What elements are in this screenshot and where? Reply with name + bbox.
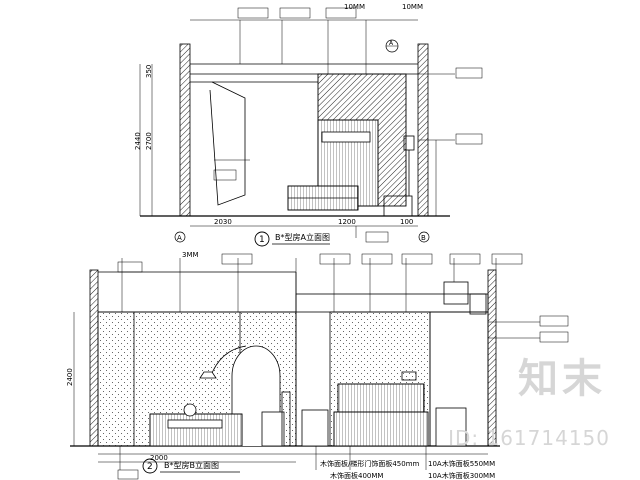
v2-view-number: 2 [147,462,153,472]
v2-title-block: 2 B*型房B立面图 [142,458,240,474]
v1-dim-bottom-3: 100 [400,218,413,226]
v1-dim-bottom-2: 1200 [338,218,356,226]
wall-left [179,43,191,217]
v1-dim-bottom-1: 2030 [214,218,232,226]
v1-dim-top-2: 10MM [402,3,423,11]
v1-axis-right: B [421,234,426,242]
v2-dim-top-1: 3MM [182,251,199,259]
v2-dim-bottom: 2000 [150,454,168,462]
watermark-logo: 知末 [518,356,606,402]
v1-axis-markers: A B A [174,39,430,243]
v1-dim-left-3: 2700 [145,132,153,150]
v1-axis-left: A [177,234,182,242]
elevation-2 [70,253,569,480]
wall-right [417,43,429,217]
v2-note-4: 木饰面板400MM [330,471,383,480]
v2-note-3: 木饰面板/梯形门饰面板450mm [320,459,420,468]
elevation-1 [139,7,483,243]
v2-dim-left: 2400 [66,368,74,386]
v1-callout-index: A [389,40,394,47]
v1-view-number: 1 [259,235,265,245]
v1-dim-left-2: 2440 [134,132,142,150]
v1-title-block: 1 B*型房A立面图 [254,231,330,247]
v1-view-title: B*型房A立面图 [275,232,330,242]
v1-dim-top-1: 10MM [344,3,365,11]
v2-view-title: B*型房B立面图 [164,460,219,470]
v1-dim-left-1: 350 [145,65,153,78]
v2-note-1: 10A木饰面板550MM [428,459,495,468]
watermark-id: ID: 161714150 [448,426,610,450]
v2-note-2: 10A木饰面板300MM [428,471,495,480]
